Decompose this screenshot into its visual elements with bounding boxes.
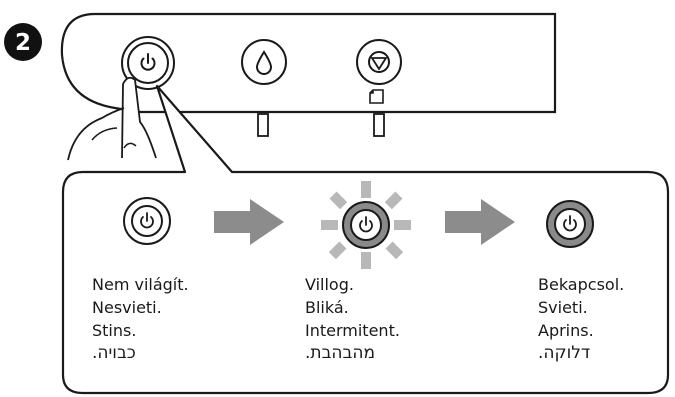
ink-indicator-lamp — [257, 113, 269, 137]
paper-indicator-lamp — [373, 113, 385, 137]
paper-icon — [369, 89, 384, 104]
step-badge: 2 — [4, 23, 42, 61]
stop-icon — [370, 57, 388, 71]
power-lamp-flashing — [321, 181, 411, 269]
status-line-slovak: Nesvieti. — [92, 298, 162, 317]
ink-drop-icon — [255, 50, 273, 75]
status-line-romanian: Intermitent. — [305, 321, 400, 340]
panel-stop-button[interactable] — [356, 39, 402, 85]
flash-rays — [321, 181, 411, 269]
status-text-on: Bekapcsol. Svieti. Aprins. דלוקה. — [538, 273, 624, 365]
power-lamp-on — [546, 200, 594, 248]
power-icon — [563, 215, 577, 232]
panel-power-button[interactable] — [121, 36, 175, 90]
power-icon — [359, 216, 373, 233]
printer-panel — [60, 12, 557, 114]
arrow-right-icon — [214, 199, 284, 245]
arrow-right-icon — [445, 199, 515, 245]
panel-ink-button[interactable] — [241, 39, 287, 85]
status-line-hungarian: Nem világít. — [92, 275, 189, 294]
status-line-slovak: Svieti. — [538, 298, 588, 317]
status-line-hungarian: Bekapcsol. — [538, 275, 625, 294]
step-number: 2 — [15, 30, 31, 56]
status-line-hebrew: מהבהבת. — [305, 343, 375, 363]
power-icon — [140, 212, 154, 229]
hand-outline — [67, 107, 125, 161]
finger-icon — [121, 76, 157, 159]
power-icon — [140, 53, 156, 71]
status-line-hungarian: Villog. — [305, 275, 354, 294]
status-line-slovak: Bliká. — [305, 298, 349, 317]
status-line-romanian: Stins. — [92, 321, 137, 340]
status-line-romanian: Aprins. — [538, 321, 594, 340]
knuckle-line — [91, 127, 137, 149]
status-line-hebrew: דלוקה. — [538, 343, 591, 363]
status-line-hebrew: כבויה. — [92, 343, 136, 363]
power-lamp-off — [123, 197, 171, 245]
status-text-flashing: Villog. Bliká. Intermitent. מהבהבת. — [305, 273, 400, 365]
status-text-off: Nem világít. Nesvieti. Stins. כבויה. — [92, 273, 189, 365]
